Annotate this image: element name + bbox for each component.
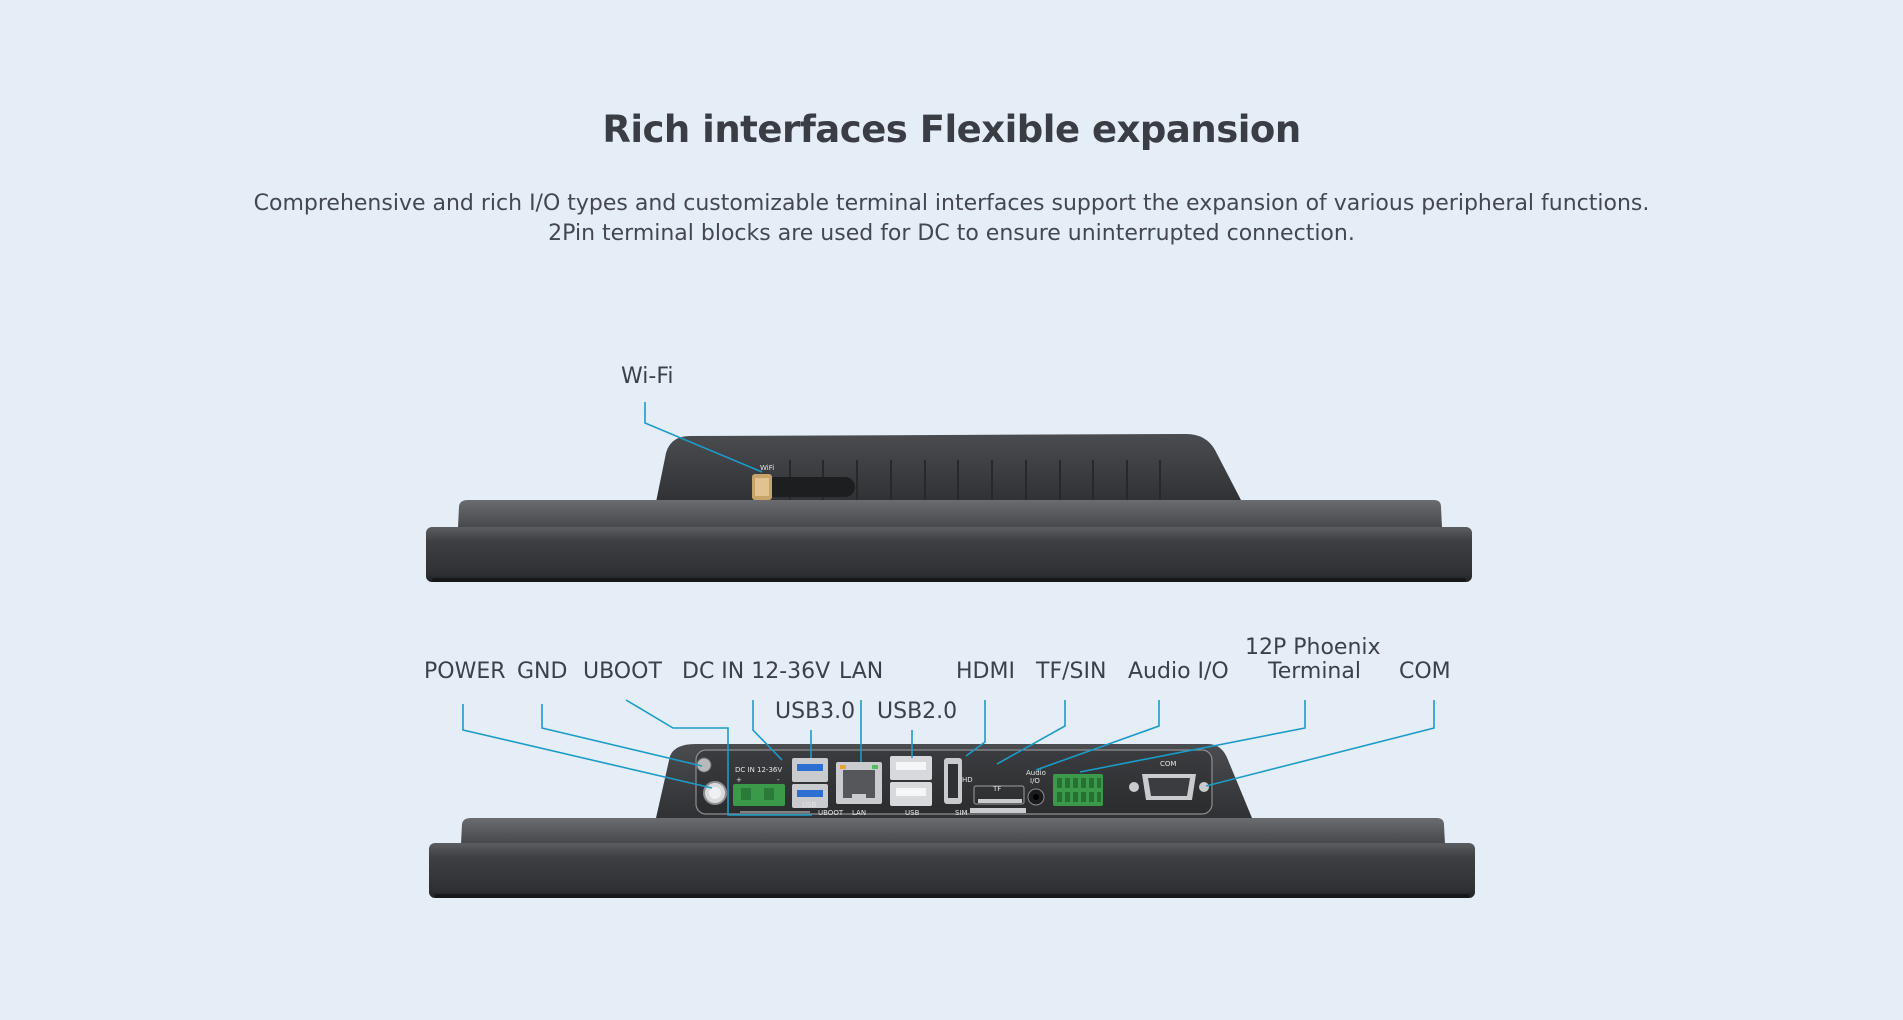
lan-silkscreen: LAN <box>852 809 866 817</box>
label-dc-in: DC IN 12-36V <box>682 659 830 684</box>
label-lan: LAN <box>839 659 883 684</box>
bottom-front-bezel <box>429 843 1475 898</box>
dc-in-silkscreen: DC IN 12-36V <box>735 766 782 774</box>
label-tf-sin: TF/SIN <box>1035 659 1106 684</box>
wifi-antenna <box>752 474 855 500</box>
leader-com <box>1205 700 1435 787</box>
audio-jack <box>1027 788 1045 806</box>
tf-silkscreen: TF <box>992 785 1001 793</box>
bottom-silkscreen-row: UBOOT LAN USB SIM <box>740 809 968 817</box>
dc-in-terminal <box>733 784 785 806</box>
leader-power <box>462 704 713 789</box>
hdmi-silkscreen: HD <box>962 776 973 784</box>
wifi-silkscreen: WiFi <box>760 464 774 472</box>
audio-silkscreen-top: Audio <box>1026 769 1046 777</box>
subtitle-line-2: 2Pin terminal blocks are used for DC to … <box>548 221 1355 246</box>
leader-uboot <box>625 699 812 816</box>
com-silkscreen: COM <box>1160 760 1176 768</box>
label-uboot: UBOOT <box>583 659 662 684</box>
label-power: POWER <box>424 659 506 684</box>
phoenix-terminal <box>1053 774 1103 806</box>
page-subtitle: Comprehensive and rich I/O types and cus… <box>0 189 1903 249</box>
usb2-ports <box>890 756 932 806</box>
label-phoenix-line-1: 12P Phoenix <box>1245 635 1381 660</box>
leader-tf-sin <box>996 700 1066 765</box>
top-vent-ribs <box>789 460 1161 502</box>
label-audio: Audio I/O <box>1128 659 1229 684</box>
usb2-silkscreen: USB <box>905 809 920 817</box>
tf-sim-slots <box>970 785 1026 813</box>
uboot-silkscreen: UBOOT <box>818 809 844 817</box>
leader-dc-in <box>752 700 783 761</box>
lan-port <box>836 762 882 804</box>
audio-silkscreen-bottom: I/O <box>1030 777 1040 785</box>
label-usb3: USB3.0 <box>775 699 855 724</box>
dc-plus-silkscreen: + <box>736 776 742 784</box>
sim-silkscreen: SIM <box>955 809 968 817</box>
label-hdmi: HDMI <box>956 659 1015 684</box>
usb3-ports <box>792 758 828 808</box>
com-port <box>1129 774 1209 800</box>
leader-phoenix <box>1079 700 1306 773</box>
bottom-panel-tray <box>461 818 1445 844</box>
device-top-view: WiFi <box>426 434 1472 582</box>
label-com: COM <box>1399 659 1451 684</box>
leader-gnd <box>541 704 703 767</box>
leader-hdmi <box>965 700 986 757</box>
leader-lines <box>462 402 1435 816</box>
hdmi-port <box>944 758 962 804</box>
device-bottom-view: DC IN 12-36V + - USB <box>429 744 1475 898</box>
dc-minus-silkscreen: - <box>777 776 780 784</box>
top-panel-tray <box>458 500 1442 528</box>
label-usb2: USB2.0 <box>877 699 957 724</box>
label-phoenix-line-2: Terminal <box>1267 659 1361 684</box>
page-title: Rich interfaces Flexible expansion <box>602 108 1301 151</box>
usb3-silkscreen: USB <box>802 801 817 809</box>
label-gnd: GND <box>517 659 567 684</box>
top-rear-housing <box>656 434 1242 502</box>
callout-labels: Wi-Fi POWER GND UBOOT DC IN 12-36V LAN U… <box>424 364 1451 724</box>
leader-wifi <box>644 402 763 473</box>
leader-audio <box>1035 700 1160 771</box>
top-front-bezel <box>426 527 1472 582</box>
label-wifi: Wi-Fi <box>621 364 674 389</box>
subtitle-line-1: Comprehensive and rich I/O types and cus… <box>253 191 1650 216</box>
